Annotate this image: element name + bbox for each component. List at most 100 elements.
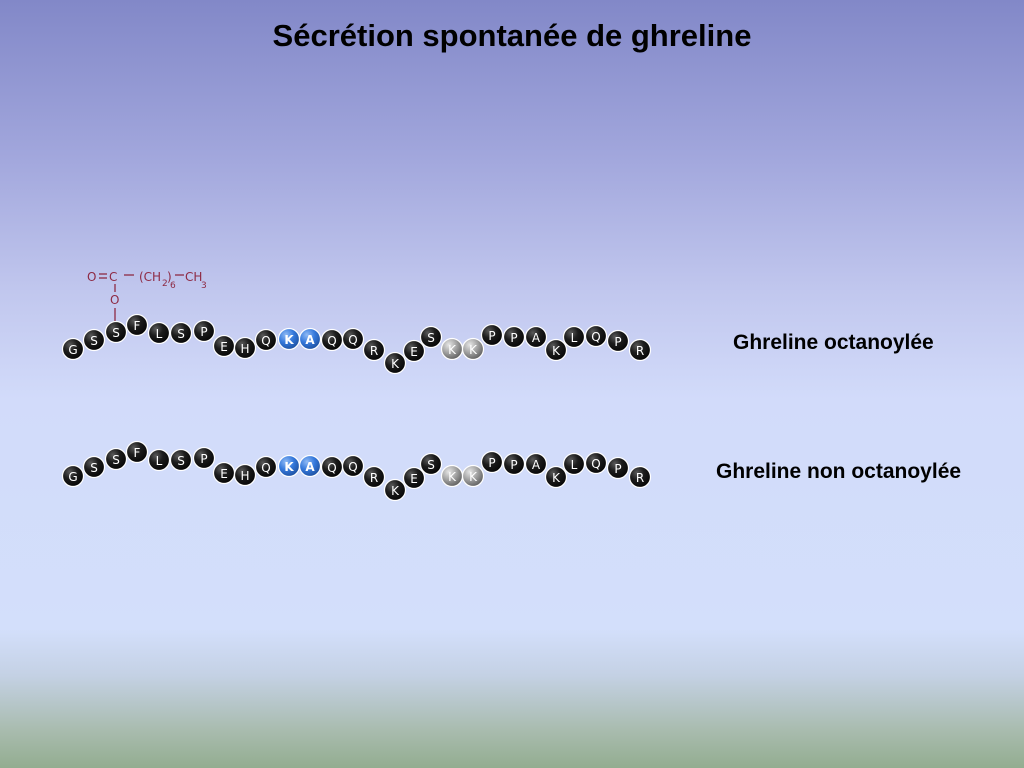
residue-22: P xyxy=(502,325,526,349)
label-non-octanoylated: Ghreline non octanoylée xyxy=(716,460,962,483)
residue-letter: P xyxy=(614,462,621,476)
chem-ch3: CH xyxy=(185,270,202,284)
residue-letter: F xyxy=(134,319,141,333)
residue-letter: Q xyxy=(327,461,336,475)
chem-ester-o: O xyxy=(110,293,119,307)
residue-letter: S xyxy=(90,334,98,348)
residue-letter: E xyxy=(220,340,228,354)
residue-18: S xyxy=(419,452,443,476)
residue-circle xyxy=(419,325,443,349)
slide-title: Sécrétion spontanée de ghreline xyxy=(272,18,752,53)
residue-17: E xyxy=(402,339,426,363)
residue-28: R xyxy=(628,338,652,362)
residue-letter: Q xyxy=(261,461,270,475)
residue-circle xyxy=(402,339,426,363)
residue-4: F xyxy=(125,313,149,337)
residue-letter: K xyxy=(284,460,294,474)
residue-circle xyxy=(606,456,630,480)
residue-circle xyxy=(82,455,106,479)
residue-28: R xyxy=(628,465,652,489)
residue-20: K xyxy=(461,337,485,361)
residue-7: P xyxy=(192,319,216,343)
residue-circle xyxy=(606,329,630,353)
residue-circle xyxy=(562,452,586,476)
residue-20: K xyxy=(461,464,485,488)
residue-circle xyxy=(383,351,407,375)
residue-letter: K xyxy=(284,333,294,347)
residue-circle xyxy=(480,323,504,347)
octanoyl-group: O C (CH 2 ) 6 CH 3 O xyxy=(87,270,207,321)
residue-11: K xyxy=(277,327,301,351)
residue-letter: E xyxy=(220,467,228,481)
residue-16: K xyxy=(383,478,407,502)
residue-27: P xyxy=(606,329,630,353)
residue-circle xyxy=(147,321,171,345)
residue-1: G xyxy=(61,464,85,488)
residue-letter: S xyxy=(427,458,435,472)
residue-1: G xyxy=(61,337,85,361)
residue-circle xyxy=(362,465,386,489)
residue-circle xyxy=(254,328,278,352)
residue-circle xyxy=(562,325,586,349)
residue-letter: H xyxy=(240,342,249,356)
residue-letter: F xyxy=(134,446,141,460)
residue-circle xyxy=(341,454,365,478)
residue-letter: S xyxy=(90,461,98,475)
chem-c: C xyxy=(109,270,117,284)
residue-letter: Q xyxy=(261,334,270,348)
residue-7: P xyxy=(192,446,216,470)
residue-15: R xyxy=(362,338,386,362)
residue-letter: P xyxy=(488,329,495,343)
residue-circle xyxy=(544,465,568,489)
residue-letter: A xyxy=(305,333,315,347)
residue-letter: R xyxy=(370,471,378,485)
residue-letter: K xyxy=(448,470,457,484)
residue-circle xyxy=(169,448,193,472)
residue-letter: S xyxy=(177,454,185,468)
residue-letter: K xyxy=(552,471,561,485)
residue-letter: A xyxy=(532,458,541,472)
residue-circle xyxy=(341,327,365,351)
residue-letter: R xyxy=(636,471,644,485)
residue-letter: S xyxy=(112,326,120,340)
residue-circle xyxy=(502,452,526,476)
residue-25: L xyxy=(562,452,586,476)
residue-8: E xyxy=(212,334,236,358)
residue-3: S xyxy=(104,447,128,471)
residue-letter: E xyxy=(410,345,418,359)
residue-letter: G xyxy=(68,470,77,484)
residue-circle xyxy=(461,464,485,488)
residue-19: K xyxy=(440,464,464,488)
residue-8: E xyxy=(212,461,236,485)
residue-circle xyxy=(584,451,608,475)
residue-letter: L xyxy=(571,331,578,345)
residue-27: P xyxy=(606,456,630,480)
chem-sub2: 2 xyxy=(162,279,168,289)
residue-letter: Q xyxy=(348,460,357,474)
residue-letter: Q xyxy=(591,330,600,344)
residue-circle xyxy=(383,478,407,502)
residue-letter: S xyxy=(112,453,120,467)
residue-letter: P xyxy=(200,325,207,339)
residue-circle xyxy=(628,465,652,489)
residue-12: A xyxy=(298,327,322,351)
residue-10: Q xyxy=(254,328,278,352)
residue-letter: K xyxy=(552,344,561,358)
residue-5: L xyxy=(147,321,171,345)
residue-circle xyxy=(104,320,128,344)
residue-22: P xyxy=(502,452,526,476)
residue-2: S xyxy=(82,328,106,352)
residue-circle xyxy=(104,447,128,471)
residue-letter: S xyxy=(177,327,185,341)
residue-15: R xyxy=(362,465,386,489)
residue-letter: R xyxy=(370,344,378,358)
residue-6: S xyxy=(169,321,193,345)
residue-circle xyxy=(419,452,443,476)
residue-circle xyxy=(362,338,386,362)
residue-26: Q xyxy=(584,451,608,475)
residue-16: K xyxy=(383,351,407,375)
chem-sub6: 6 xyxy=(170,281,176,291)
residue-12: A xyxy=(298,454,322,478)
